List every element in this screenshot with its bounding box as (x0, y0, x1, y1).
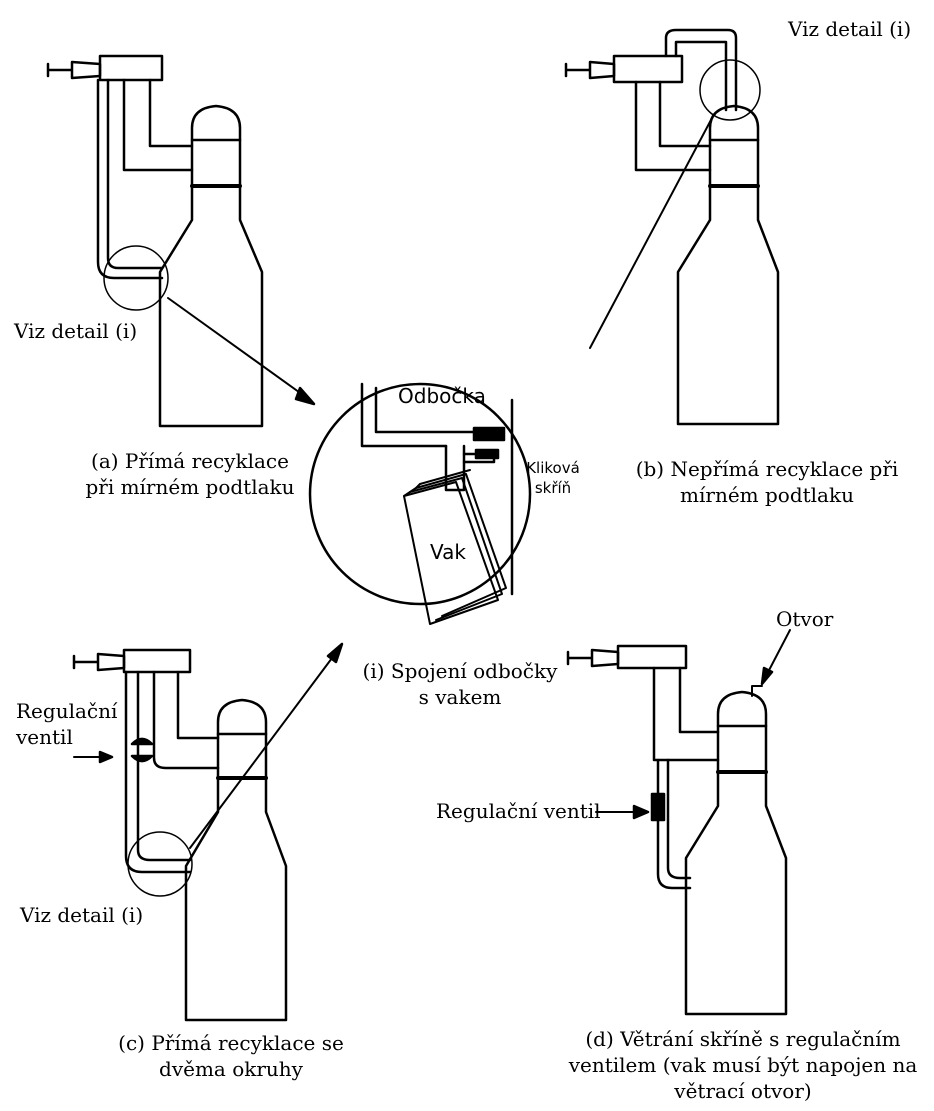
bottle-d (684, 690, 788, 1016)
arrow-c-line (189, 649, 339, 849)
arrow-c-head (326, 642, 344, 664)
arrow-otvor-head (760, 666, 774, 686)
tube-d-c (666, 758, 692, 880)
arrow-otvor-line (765, 629, 791, 677)
detail-label-vak: Vak (430, 540, 466, 564)
label-regulacni-ventil-c-line1: Regulační (16, 699, 118, 723)
detail-circle-a (103, 245, 169, 311)
arrow-b-line (589, 117, 713, 349)
probe-d (566, 644, 688, 670)
detail-circle-b (699, 59, 761, 121)
tube-b-b (634, 80, 712, 172)
caption-b-line1: (b) Nepřímá recyklace při (635, 457, 899, 481)
branch-tube-outer (360, 382, 448, 448)
label-otvor: Otvor (776, 607, 834, 631)
label-regulacni-ventil-c: Regulační ventil (16, 698, 126, 750)
tube-d-d (656, 758, 692, 890)
label-viz-detail-top-right: Viz detail (i) (788, 17, 912, 41)
bottle-b (676, 104, 780, 426)
caption-c: (c) Přímá recyklace se dvěma okruhy (96, 1030, 366, 1082)
figure-c (72, 642, 344, 1022)
detail-label-klikova: Kliková skříň (510, 458, 596, 498)
arrow-a-head (294, 386, 316, 406)
caption-b-line2: mírném podtlaku (680, 483, 854, 507)
arrow-d-valve-head (632, 804, 650, 820)
valve-d (650, 792, 666, 822)
tube-c-b (152, 670, 220, 770)
tube-c-d (124, 670, 192, 874)
label-viz-detail-a: Viz detail (i) (14, 319, 138, 343)
arrow-a-line (167, 297, 311, 401)
bottle-c (184, 698, 288, 1022)
caption-d-line2: ventilem (vak musí být napojen na (568, 1053, 918, 1077)
clamp-block (474, 448, 500, 460)
tube-d-b (652, 666, 720, 762)
caption-d-line3: větrací otvor) (674, 1079, 812, 1103)
bag-connector (444, 444, 466, 492)
tube-a-loop2 (96, 78, 164, 280)
detail-label-odbocka: Odbočka (398, 384, 486, 408)
label-regulacni-ventil-d: Regulační ventil (436, 799, 601, 823)
detail-label-klikova-line1: Kliková (526, 459, 580, 477)
branch-tube-inner (374, 386, 480, 434)
label-regulacni-ventil-c-line2: ventil (16, 725, 73, 749)
tube-b-top (664, 28, 738, 112)
tube-a-outer (148, 78, 194, 148)
tube-b-a (658, 80, 712, 148)
figure-i (308, 382, 532, 625)
tube-c-c (136, 670, 192, 862)
probe-c (72, 648, 192, 674)
caption-d: (d) Větrání skříně s regulačním ventilem… (568, 1026, 918, 1104)
caption-c-line1: (c) Přímá recyklace se (118, 1031, 344, 1055)
caption-i-line1: (i) Spojení odbočky (362, 659, 558, 683)
valve-c (130, 737, 154, 763)
figure-a (46, 54, 316, 428)
label-viz-detail-c: Viz detail (i) (20, 903, 144, 927)
tube-a-loop (106, 78, 164, 270)
vent-opening (751, 685, 763, 697)
tube-b-top2 (674, 40, 728, 112)
caption-i-line2: s vakem (418, 685, 502, 709)
caption-i: (i) Spojení odbočky s vakem (350, 658, 570, 710)
caption-a-line2: při mírném podtlaku (85, 475, 295, 499)
caption-a: (a) Přímá recyklace při mírném podtlaku (80, 448, 300, 500)
probe-a (46, 54, 164, 82)
tube-d-a (678, 666, 720, 734)
detail-big-circle (308, 382, 532, 606)
caption-a-line1: (a) Přímá recyklace (91, 449, 289, 473)
figure-b (564, 28, 780, 426)
figure-d (566, 629, 791, 1016)
seal-block (472, 426, 506, 442)
tube-c-a (176, 670, 220, 740)
bag-stack (403, 469, 507, 625)
detail-circle-c (127, 831, 193, 897)
arrow-c-valve-head (98, 750, 114, 764)
tube-a-inner (122, 78, 194, 172)
caption-c-line2: dvěma okruhy (159, 1057, 303, 1081)
caption-b: (b) Nepřímá recyklace při mírném podtlak… (632, 456, 902, 508)
probe-b (564, 54, 684, 84)
detail-label-klikova-line2: skříň (534, 479, 572, 497)
bottle-a (158, 104, 264, 428)
caption-d-line1: (d) Větrání skříně s regulačním (585, 1027, 901, 1051)
